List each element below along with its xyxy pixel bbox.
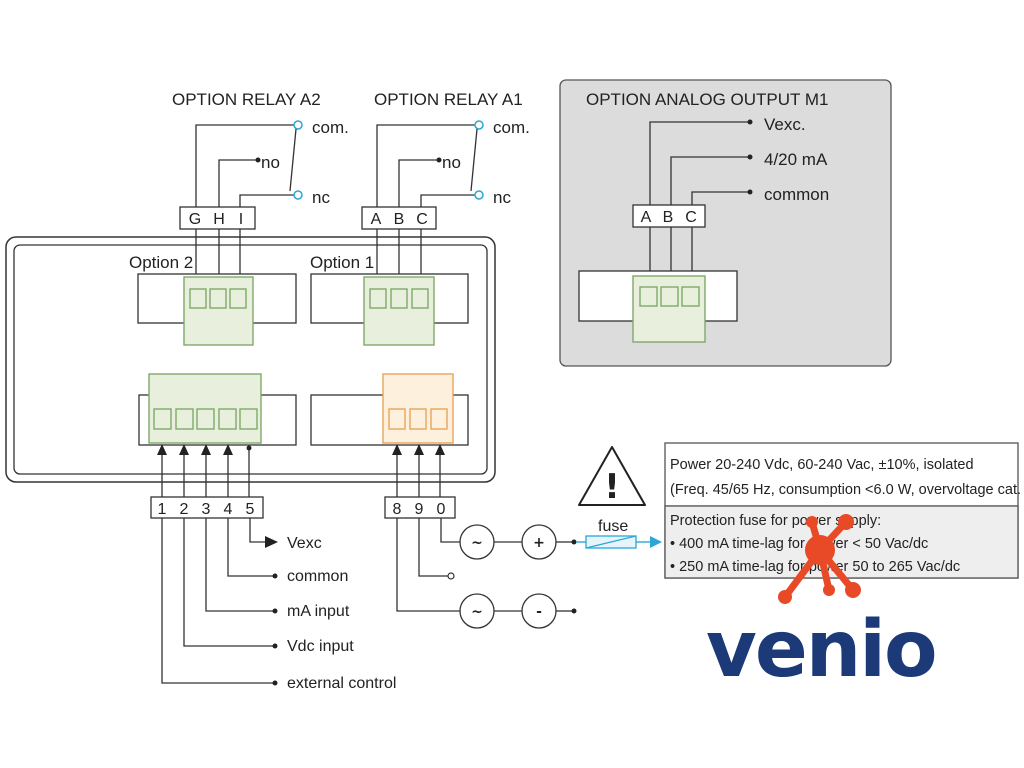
analog-connector xyxy=(632,275,706,343)
relay-a1-pin-a: A xyxy=(371,211,382,228)
option2-label: Option 2 xyxy=(129,253,193,272)
plus-symbol: + xyxy=(533,535,545,551)
relay-a1-no-dot xyxy=(436,157,442,163)
relay-a1-com-contact xyxy=(474,120,484,130)
fuse-info-line2: • 250 mA time-lag for power 50 to 265 Va… xyxy=(670,559,960,575)
relay-a2-pin-h: H xyxy=(213,211,225,228)
relay-a1-com-label: com. xyxy=(493,118,530,137)
power-info-line2: (Freq. 45/65 Hz, consumption <6.0 W, ove… xyxy=(670,482,1024,498)
venio-logo: venio xyxy=(706,514,938,695)
pin9-open-contact xyxy=(447,572,455,580)
pin-3: 3 xyxy=(202,501,211,518)
ac-symbol-lower: ~ xyxy=(471,604,483,620)
external-control-label: external control xyxy=(287,675,396,692)
pin-2: 2 xyxy=(180,501,189,518)
pin-4: 4 xyxy=(224,501,233,518)
analog-output-title: OPTION ANALOG OUTPUT M1 xyxy=(586,90,828,109)
pin-9: 9 xyxy=(415,501,424,518)
fuse-info-title: Protection fuse for power supply: xyxy=(670,513,881,529)
minus-symbol: - xyxy=(536,604,542,620)
power-pin-header xyxy=(384,496,456,519)
pin-8: 8 xyxy=(393,501,402,518)
ac-symbol-upper: ~ xyxy=(471,535,483,551)
ma-input-label: mA input xyxy=(287,603,350,620)
option1-label: Option 1 xyxy=(310,253,374,272)
analog-pin-header xyxy=(632,204,706,228)
analog-vexc-label: Vexc. xyxy=(764,115,806,134)
input-arrows xyxy=(157,444,252,497)
relay-a2-nc-contact xyxy=(293,190,303,200)
pin-0: 0 xyxy=(437,501,446,518)
power-arrows xyxy=(392,444,445,497)
vdc-input-label: Vdc input xyxy=(287,638,354,655)
analog-output-panel xyxy=(559,79,892,367)
warning-icon xyxy=(578,446,646,506)
option1-connector xyxy=(363,276,435,346)
relay-a2-no-dot xyxy=(255,157,261,163)
vexc-terminal-dot xyxy=(747,119,753,125)
common-terminal-dot xyxy=(747,189,753,195)
relay-a2-com-label: com. xyxy=(312,118,349,137)
warning-mark: ! xyxy=(604,467,620,507)
analog-pin-a: A xyxy=(641,209,652,226)
vexc-label: Vexc xyxy=(287,535,322,552)
relay-a2-no-label: no xyxy=(261,153,280,172)
relay-a2-pin-header xyxy=(179,206,256,230)
relay-a2-pin-i: I xyxy=(239,211,243,228)
relay-a1-no-label: no xyxy=(442,153,461,172)
relay-a1-title: OPTION RELAY A1 xyxy=(374,90,523,109)
analog-ma-label: 4/20 mA xyxy=(764,150,828,169)
fuse-label: fuse xyxy=(598,518,628,535)
relay-a1-pin-b: B xyxy=(394,211,405,228)
analog-pin-c: C xyxy=(685,209,697,226)
analog-pin-b: B xyxy=(663,209,674,226)
venio-network-icon xyxy=(778,514,861,604)
venio-wordmark: venio xyxy=(706,605,936,695)
pin-1: 1 xyxy=(158,501,167,518)
common-label: common xyxy=(287,568,348,585)
input-pin-header xyxy=(150,496,264,519)
relay-a2-com-contact xyxy=(293,120,303,130)
power-info-line1: Power 20-240 Vdc, 60-240 Vac, ±10%, isol… xyxy=(670,457,974,473)
relay-a1-nc-label: nc xyxy=(493,188,511,207)
relay-a1-pin-c: C xyxy=(416,211,428,228)
fuse-arrow xyxy=(650,536,662,548)
fuse-info-line1: • 400 mA time-lag for power < 50 Vac/dc xyxy=(670,536,928,552)
relay-a2-nc-label: nc xyxy=(312,188,330,207)
pin-5: 5 xyxy=(246,501,255,518)
ma-terminal-dot xyxy=(747,154,753,160)
analog-common-label: common xyxy=(764,185,829,204)
relay-a1-nc-contact xyxy=(474,190,484,200)
relay-a2-pin-g: G xyxy=(189,211,201,228)
option2-connector xyxy=(183,276,254,346)
relay-a2-title: OPTION RELAY A2 xyxy=(172,90,321,109)
vexc-arrow xyxy=(265,536,278,548)
